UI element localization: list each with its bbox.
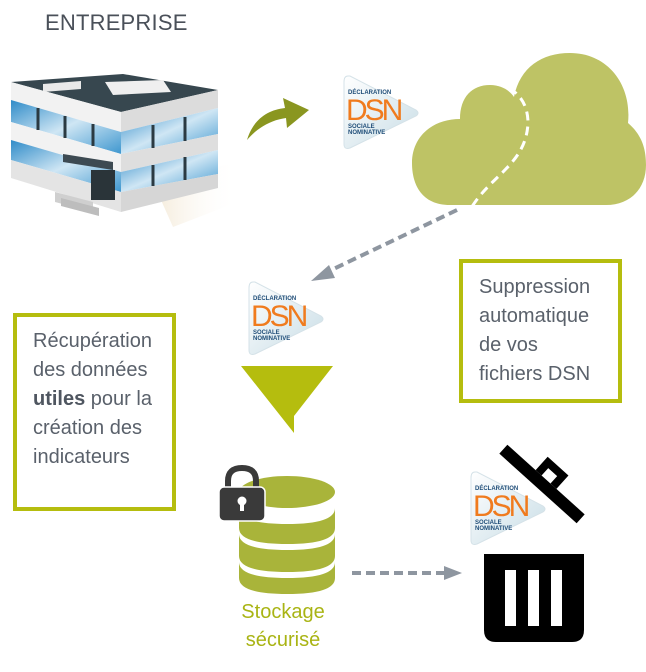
svg-text:SOCIALE: SOCIALE — [253, 330, 280, 336]
padlock-icon — [218, 464, 266, 522]
left-box-line: création des — [33, 417, 142, 439]
right-box-line: automatique — [479, 305, 590, 327]
left-box-text: pour la — [85, 388, 152, 410]
download-arrow — [311, 208, 458, 281]
svg-text:SOCIALE: SOCIALE — [475, 520, 502, 526]
dsn-logo-icon: DÉCLARATION DSN SOCIALE NOMINATIVE — [470, 471, 546, 545]
left-box-line: indicateurs — [33, 446, 130, 468]
svg-text:NOMINATIVE: NOMINATIVE — [253, 336, 290, 342]
right-box-line: de vos — [479, 334, 538, 356]
svg-text:DÉCLARATION: DÉCLARATION — [348, 88, 391, 96]
left-box-line: utiles pour la — [33, 385, 162, 414]
building-icon — [11, 74, 238, 227]
enterprise-title: ENTREPRISE — [45, 10, 188, 35]
storage-label-line: sécurisé — [245, 629, 321, 651]
svg-text:NOMINATIVE: NOMINATIVE — [348, 130, 385, 136]
cloud-icon — [412, 53, 646, 211]
secure-storage-label: Stockage sécurisé — [228, 598, 338, 654]
svg-text:DSN: DSN — [346, 94, 402, 127]
dsn-logo-icon: DÉCLARATION DSN SOCIALE NOMINATIVE — [248, 281, 324, 355]
svg-text:DÉCLARATION: DÉCLARATION — [253, 294, 296, 302]
data-retrieval-box: Récupération des données utiles pour la … — [13, 313, 176, 511]
auto-deletion-box: Suppression automatique de vos fichiers … — [459, 259, 622, 403]
dsn-logo-trash: DÉCLARATION DSN SOCIALE NOMINATIVE — [467, 468, 549, 550]
svg-text:DSN: DSN — [251, 300, 307, 333]
svg-text:DÉCLARATION: DÉCLARATION — [475, 484, 518, 492]
curved-arrow-icon — [247, 98, 309, 140]
left-box-line: des données — [33, 359, 148, 381]
dsn-logo-middle: DÉCLARATION DSN SOCIALE NOMINATIVE — [245, 278, 327, 360]
svg-text:SOCIALE: SOCIALE — [348, 124, 375, 130]
right-box-line: fichiers DSN — [479, 363, 591, 385]
svg-text:DSN: DSN — [473, 490, 529, 523]
storage-label-line: Stockage — [241, 601, 325, 623]
dsn-logo-top: DÉCLARATION DSN SOCIALE NOMINATIVE — [340, 72, 422, 154]
funnel-icon — [241, 366, 333, 433]
dsn-logo-icon: DÉCLARATION DSN SOCIALE NOMINATIVE — [343, 75, 419, 149]
right-box-line: Suppression — [479, 276, 591, 298]
trash-bin-icon — [484, 444, 585, 642]
left-box-line: Récupération — [33, 330, 152, 352]
delete-arrow — [352, 566, 462, 580]
bold-word: utiles — [33, 388, 86, 410]
svg-text:NOMINATIVE: NOMINATIVE — [475, 526, 512, 532]
